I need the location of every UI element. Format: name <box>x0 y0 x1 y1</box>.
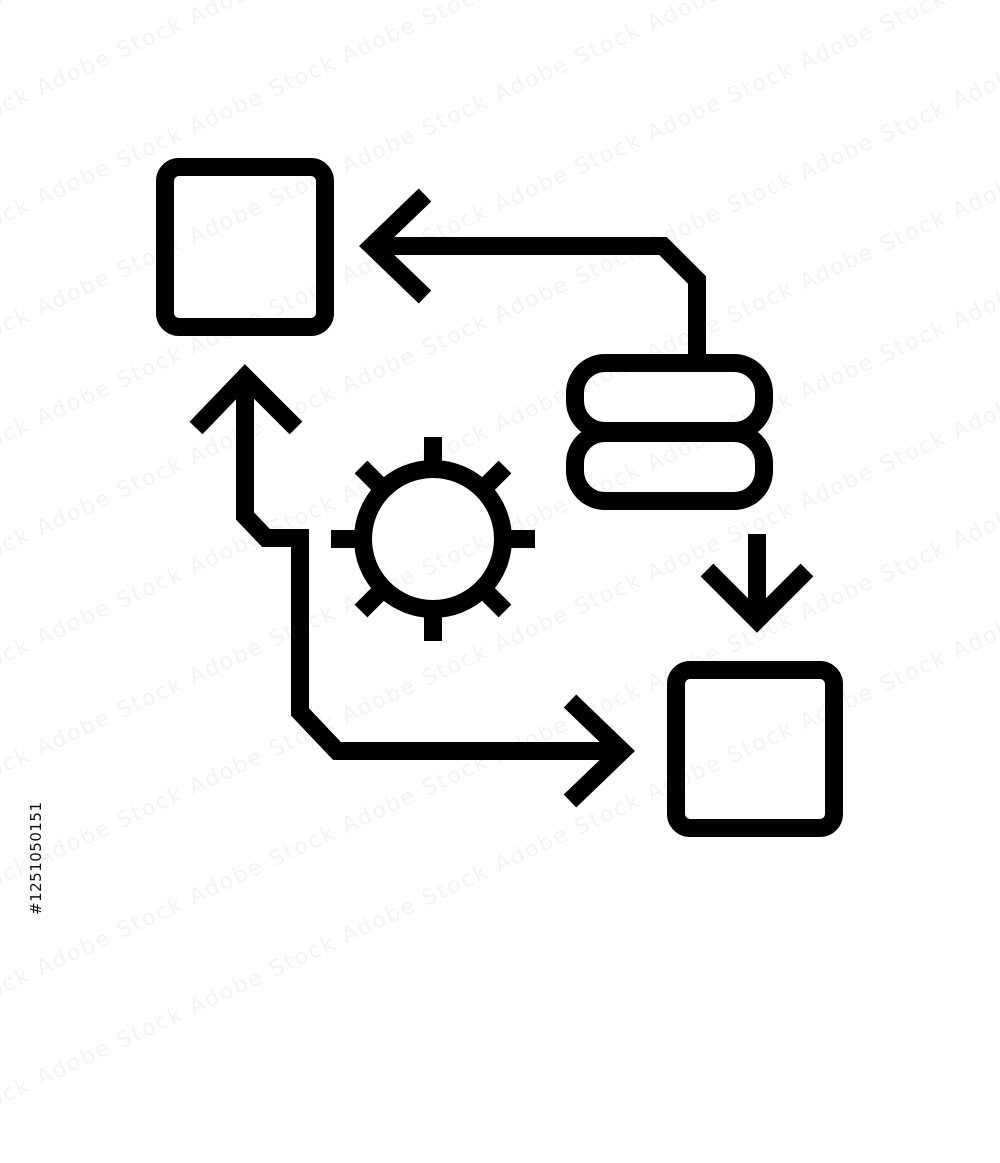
arrow-up-icon <box>189 364 303 435</box>
arrow-left-icon <box>359 188 432 304</box>
left-arrow-connector <box>372 237 706 362</box>
stock-id-label: #1251050151 <box>27 801 45 915</box>
bottom-right-square-icon <box>667 661 843 837</box>
gear-icon <box>331 437 535 641</box>
arrow-right-icon <box>563 694 635 808</box>
database-bottom-disk <box>566 424 773 510</box>
database-top-disk <box>566 354 773 440</box>
top-left-square-icon <box>156 158 334 336</box>
workflow-icon <box>156 158 843 837</box>
arrow-down-icon <box>700 563 814 633</box>
up-arrow-connector <box>236 375 622 760</box>
